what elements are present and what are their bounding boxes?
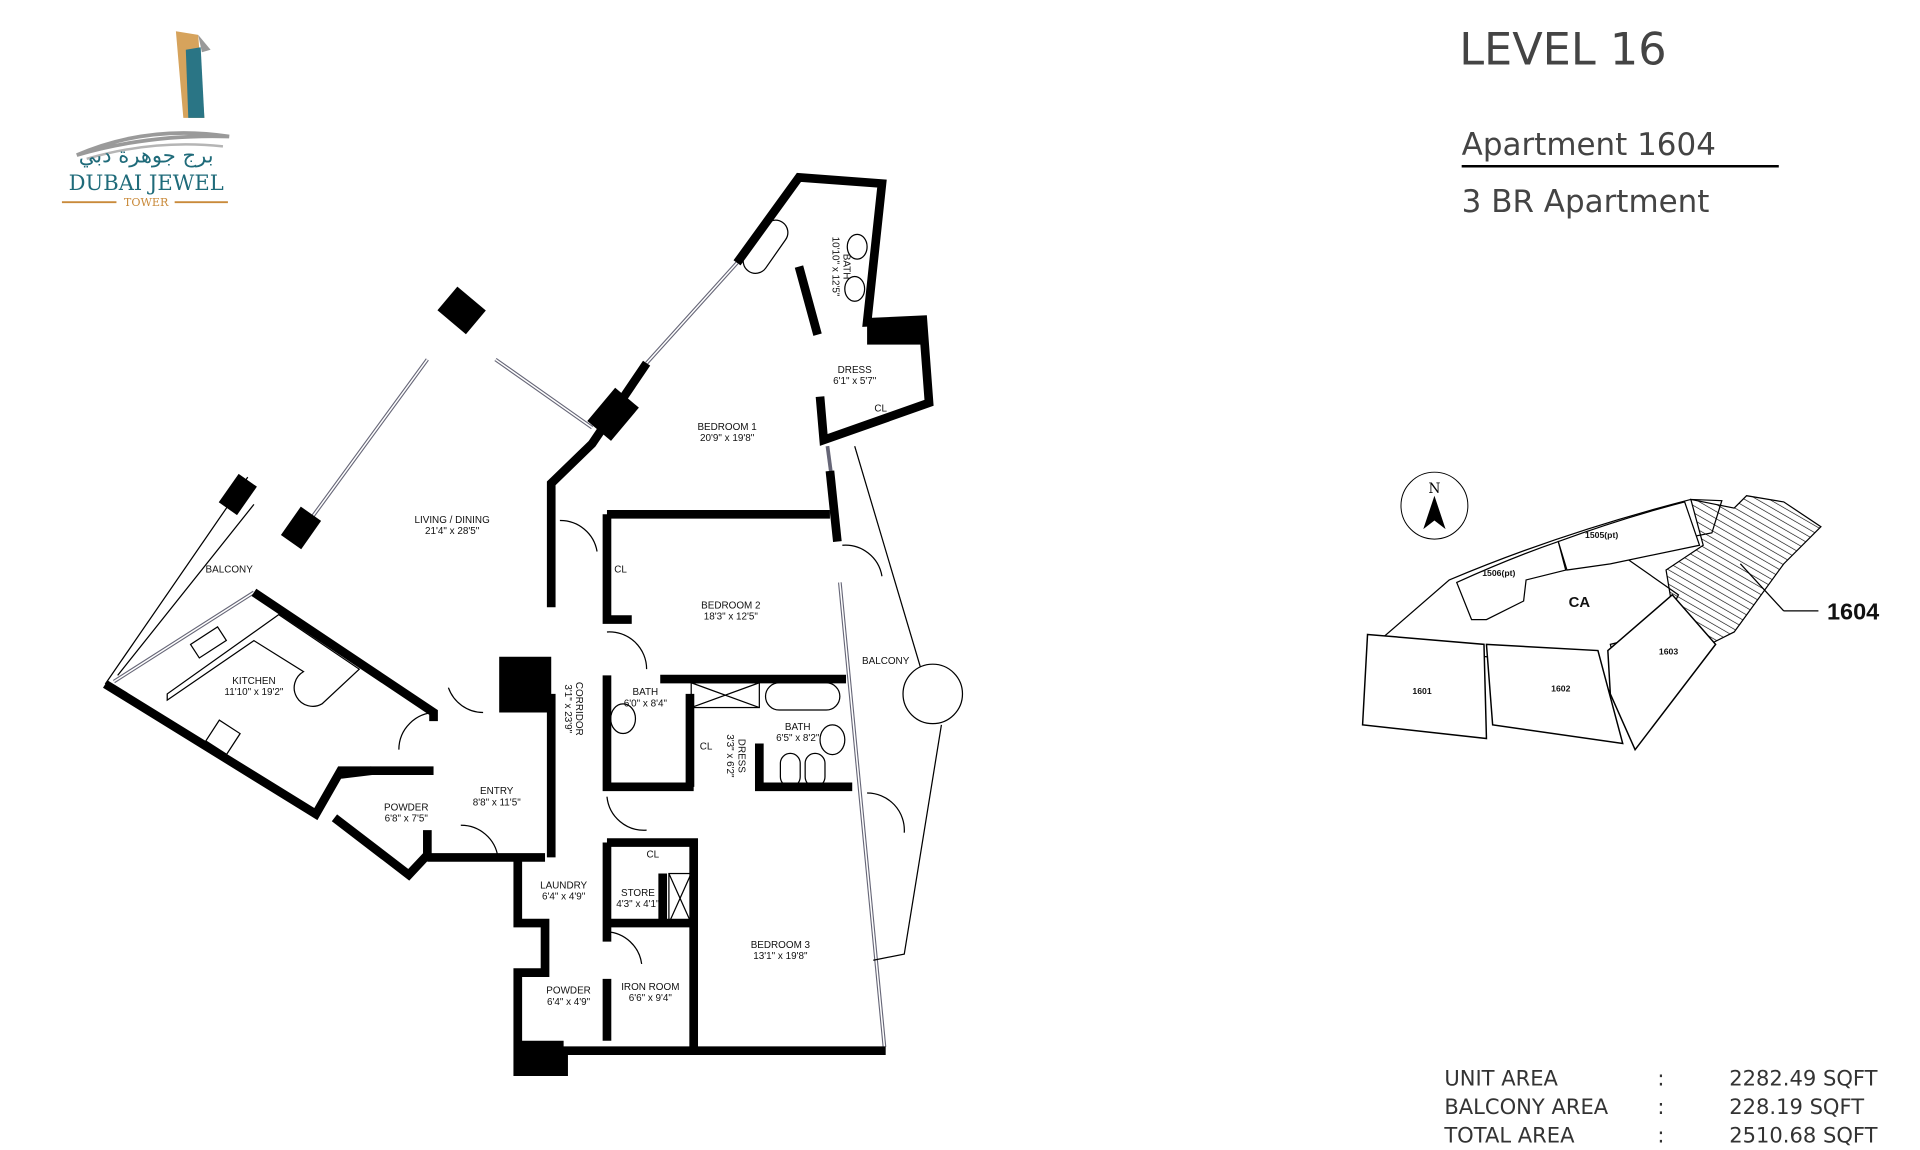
key-unit-1602: 1602 [1551, 683, 1570, 693]
room-label: BALCONY [862, 656, 910, 667]
area-label: BALCONY AREA [1444, 1094, 1608, 1119]
room-dimensions: 3'1" x 23'9" [562, 684, 573, 733]
room-dimensions: 4'3" x 4'1" [616, 899, 660, 910]
logo-sub: TOWER [124, 196, 169, 209]
key-common-area: CA [1569, 595, 1591, 611]
area-sep: : [1657, 1122, 1664, 1147]
key-unit-1603: 1603 [1659, 646, 1678, 656]
room-dimensions: 10'10" x 12'5" [829, 237, 840, 297]
room-name: CL [874, 403, 887, 414]
room-dimensions: 11'10" x 19'2" [224, 687, 283, 698]
area-sep: : [1657, 1065, 1664, 1090]
room-dimensions: 6'4" x 4'9" [542, 892, 586, 903]
key-unit-1601: 1601 [1412, 686, 1431, 696]
room-dimensions: 21'4" x 28'5" [425, 526, 480, 537]
area-label: TOTAL AREA [1443, 1122, 1575, 1147]
north-label: N [1428, 481, 1440, 497]
level-title: LEVEL 16 [1459, 24, 1666, 76]
room-name: BATH [785, 722, 811, 733]
key-unit-1505: 1505(pt) [1585, 530, 1618, 540]
room-label: CL [700, 742, 713, 753]
room-label: CL [874, 403, 887, 414]
room-name: POWDER [546, 986, 591, 997]
room-label: CL [614, 565, 627, 576]
room-name: BATH [633, 687, 659, 698]
room-name: BATH [841, 254, 852, 280]
room-name: POWDER [384, 802, 429, 813]
room-dimensions: 6'1" x 5'7" [833, 376, 877, 387]
room-name: BALCONY [862, 656, 910, 667]
key-plan: N 1505(pt) 1506(pt) CA 1601 1602 1603 16… [1361, 471, 1879, 752]
room-name: ENTRY [480, 786, 514, 797]
room-name: BEDROOM 3 [751, 940, 811, 951]
area-label: UNIT AREA [1444, 1065, 1558, 1090]
room-dimensions: 3'3" x 6'2" [724, 734, 735, 778]
room-name: IRON ROOM [621, 982, 679, 993]
room-dimensions: 6'4" x 4'9" [547, 997, 591, 1008]
room-dimensions: 6'0" x 8'4" [624, 698, 668, 709]
north-arrow-icon [1423, 495, 1446, 530]
room-dimensions: 20'9" x 19'8" [700, 433, 755, 444]
room-name: BEDROOM 1 [697, 422, 757, 433]
room-label: CORRIDOR3'1" x 23'9" [562, 682, 584, 736]
area-value: 228.19 SQFT [1729, 1094, 1864, 1119]
room-name: LAUNDRY [540, 880, 587, 891]
room-name: STORE [621, 888, 655, 899]
room-name: DRESS [735, 739, 746, 773]
room-dimensions: 18'3" x 12'5" [704, 612, 759, 623]
logo-name: DUBAI JEWEL [69, 170, 224, 195]
room-name: DRESS [838, 365, 872, 376]
room-dimensions: 13'1" x 19'8" [753, 951, 808, 962]
room-name: CL [700, 742, 713, 753]
room-label: CL [646, 849, 659, 860]
room-name: CL [614, 565, 627, 576]
room-name: KITCHEN [232, 676, 275, 687]
area-value: 2510.68 SQFT [1729, 1122, 1877, 1147]
area-sep: : [1657, 1094, 1664, 1119]
room-dimensions: 6'6" x 9'4" [629, 993, 673, 1004]
room-label: DRESS3'3" x 6'2" [724, 734, 746, 778]
room-name: BEDROOM 2 [701, 600, 760, 611]
apartment-number: Apartment 1604 [1462, 127, 1716, 163]
balcony-planter [902, 663, 964, 725]
room-dimensions: 6'8" x 7'5" [385, 814, 429, 825]
area-table: UNIT AREA : 2282.49 SQFT BALCONY AREA : … [1443, 1065, 1877, 1147]
area-value: 2282.49 SQFT [1729, 1065, 1877, 1090]
key-unit-1506: 1506(pt) [1482, 568, 1515, 578]
room-dimensions: 8'8" x 11'5" [473, 797, 521, 808]
room-label: BALCONY [206, 565, 254, 576]
room-name: LIVING / DINING [414, 515, 489, 526]
room-name: CL [646, 849, 659, 860]
room-label: BATH10'10" x 12'5" [829, 237, 851, 297]
room-dimensions: 6'5" x 8'2" [776, 733, 820, 744]
apartment-type: 3 BR Apartment [1462, 184, 1710, 220]
room-name: BALCONY [206, 565, 254, 576]
key-unit-1604-highlight: 1604 [1827, 599, 1879, 625]
room-name: CORRIDOR [573, 682, 584, 736]
logo-arabic: برج جوهرة دبي [79, 143, 214, 169]
dubai-jewel-logo: برج جوهرة دبي DUBAI JEWEL TOWER [61, 31, 230, 209]
